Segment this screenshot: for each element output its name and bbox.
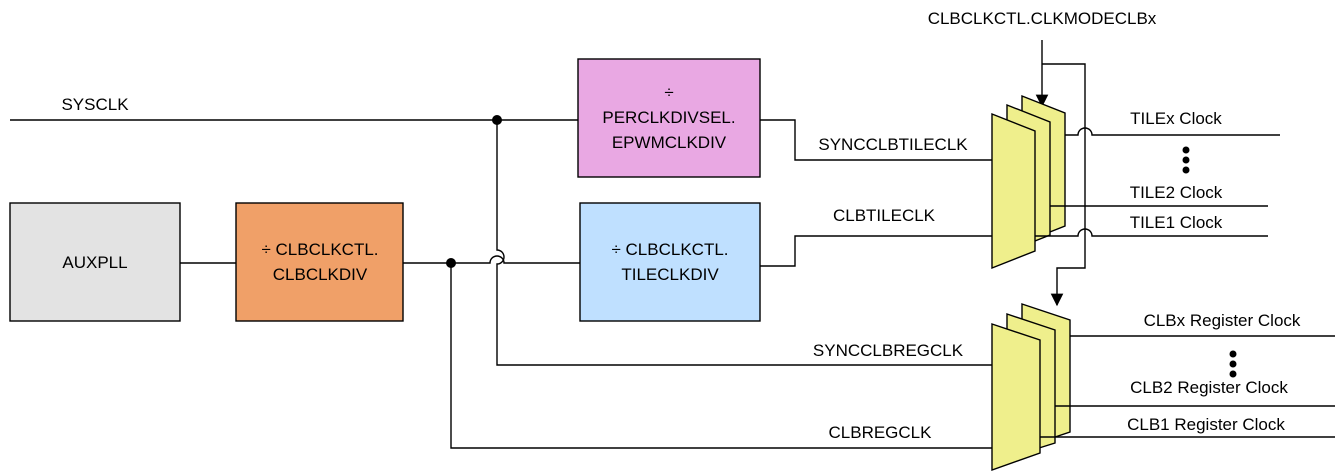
- tileclkdiv-label-line2: TILECLKDIV: [621, 265, 719, 284]
- perclk-block: [577, 58, 761, 178]
- tile1-out-wire: [1035, 228, 1268, 237]
- clbtileclk-label: CLBTILECLK: [833, 206, 936, 225]
- syncclbtileclk-label: SYNCCLBTILECLK: [818, 135, 968, 154]
- clbregclk-wire: [450, 263, 993, 449]
- clb1-register-clock-label: CLB1 Register Clock: [1127, 415, 1285, 434]
- control-loop-wire: [1042, 63, 1086, 307]
- tileclkdiv-label-line1: ÷ CLBCLKCTL.: [611, 240, 728, 259]
- tile2-clock-label: TILE2 Clock: [1130, 183, 1223, 202]
- tile-ellipsis-dot: [1182, 156, 1190, 164]
- clbclkdiv-block: [235, 202, 404, 322]
- tile-ellipsis-dot: [1182, 166, 1190, 174]
- clbclkdiv-label-line1: ÷ CLBCLKCTL.: [261, 240, 378, 259]
- auxpll-block: [9, 202, 181, 322]
- tileclkdiv-block: [579, 202, 761, 322]
- reg-ellipsis-dot: [1229, 350, 1237, 358]
- reg-ellipsis-dot: [1229, 360, 1237, 368]
- tile1-clock-label: TILE1 Clock: [1130, 213, 1223, 232]
- clb2-register-clock-label: CLB2 Register Clock: [1130, 378, 1288, 397]
- clbclkdiv-label-line2: CLBCLKDIV: [273, 265, 368, 284]
- auxpll-label: AUXPLL: [62, 253, 127, 272]
- tile-ellipsis-dot: [1182, 146, 1190, 154]
- tilex-out-wire: [1065, 127, 1280, 136]
- clbx-register-clock-label: CLBx Register Clock: [1144, 311, 1301, 330]
- reg-ellipsis-dot: [1229, 370, 1237, 378]
- perclk-label-line1: ÷: [664, 83, 673, 102]
- clbclkdiv-out-wire: [403, 255, 580, 264]
- perclk-label-line3: EPWMCLKDIV: [612, 133, 727, 152]
- clbregclk-label: CLBREGCLK: [829, 423, 933, 442]
- sysclk-branch-wire: [496, 120, 993, 366]
- tile-mux-1: [991, 112, 1036, 270]
- perclk-label-line2: PERCLKDIVSEL.: [602, 108, 735, 127]
- clbtileclk-wire: [760, 235, 993, 267]
- syncclbregclk-label: SYNCCLBREGCLK: [813, 341, 964, 360]
- sysclk-label: SYSCLK: [61, 95, 129, 114]
- top-control-label: CLBCLKCTL.CLKMODECLBx: [928, 9, 1157, 28]
- reg-mux-1: [991, 323, 1041, 471]
- syncclbtileclk-wire: [760, 119, 993, 161]
- tilex-clock-label: TILEx Clock: [1130, 109, 1222, 128]
